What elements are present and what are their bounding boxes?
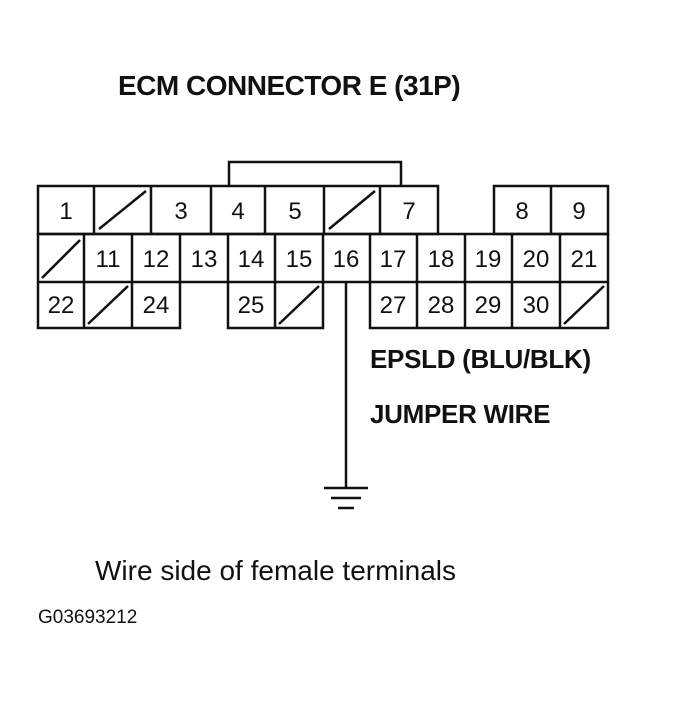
terminal-29: 29 — [475, 292, 502, 319]
unused-cavity-slash — [41, 239, 81, 279]
terminal-22: 22 — [48, 292, 75, 319]
unused-cavity-slash — [328, 190, 376, 230]
figure-id: G03693212 — [38, 607, 138, 628]
jumper-wire-label: JUMPER WIRE — [370, 399, 551, 429]
terminal-24: 24 — [143, 292, 170, 319]
terminal-28: 28 — [428, 292, 455, 319]
terminal-11: 11 — [96, 246, 121, 273]
terminal-16: 16 — [333, 246, 360, 273]
unused-cavity-slash — [278, 285, 320, 325]
terminal-14: 14 — [238, 246, 265, 273]
terminal-18: 18 — [428, 246, 455, 273]
terminal-15: 15 — [286, 246, 313, 273]
terminal-9: 9 — [572, 198, 585, 225]
unused-cavity-slash — [563, 285, 605, 325]
terminal-4: 4 — [231, 198, 244, 225]
terminal-1: 1 — [59, 198, 72, 225]
terminal-13: 13 — [191, 246, 218, 273]
unused-cavity-slash — [87, 285, 129, 325]
terminal-21: 21 — [571, 246, 598, 273]
terminal-30: 30 — [523, 292, 550, 319]
terminal-25: 25 — [238, 292, 265, 319]
ground-icon — [324, 486, 368, 510]
terminal-12: 12 — [143, 246, 170, 273]
terminal-17: 17 — [380, 246, 407, 273]
row3-left-outline — [36, 282, 182, 330]
terminal-27: 27 — [380, 292, 407, 319]
terminal-7: 7 — [402, 198, 415, 225]
terminal-5: 5 — [288, 198, 301, 225]
connector-latch — [227, 160, 403, 186]
terminal-20: 20 — [523, 246, 550, 273]
terminal-19: 19 — [475, 246, 502, 273]
diagram-caption: Wire side of female terminals — [95, 555, 457, 586]
wire-color-label: EPSLD (BLU/BLK) — [370, 344, 591, 374]
terminal-8: 8 — [515, 198, 528, 225]
terminal-3: 3 — [174, 198, 187, 225]
unused-cavity-slash — [98, 190, 147, 230]
diagram-title: ECM CONNECTOR E (31P) — [118, 70, 461, 101]
row3-right-outline — [368, 282, 610, 330]
